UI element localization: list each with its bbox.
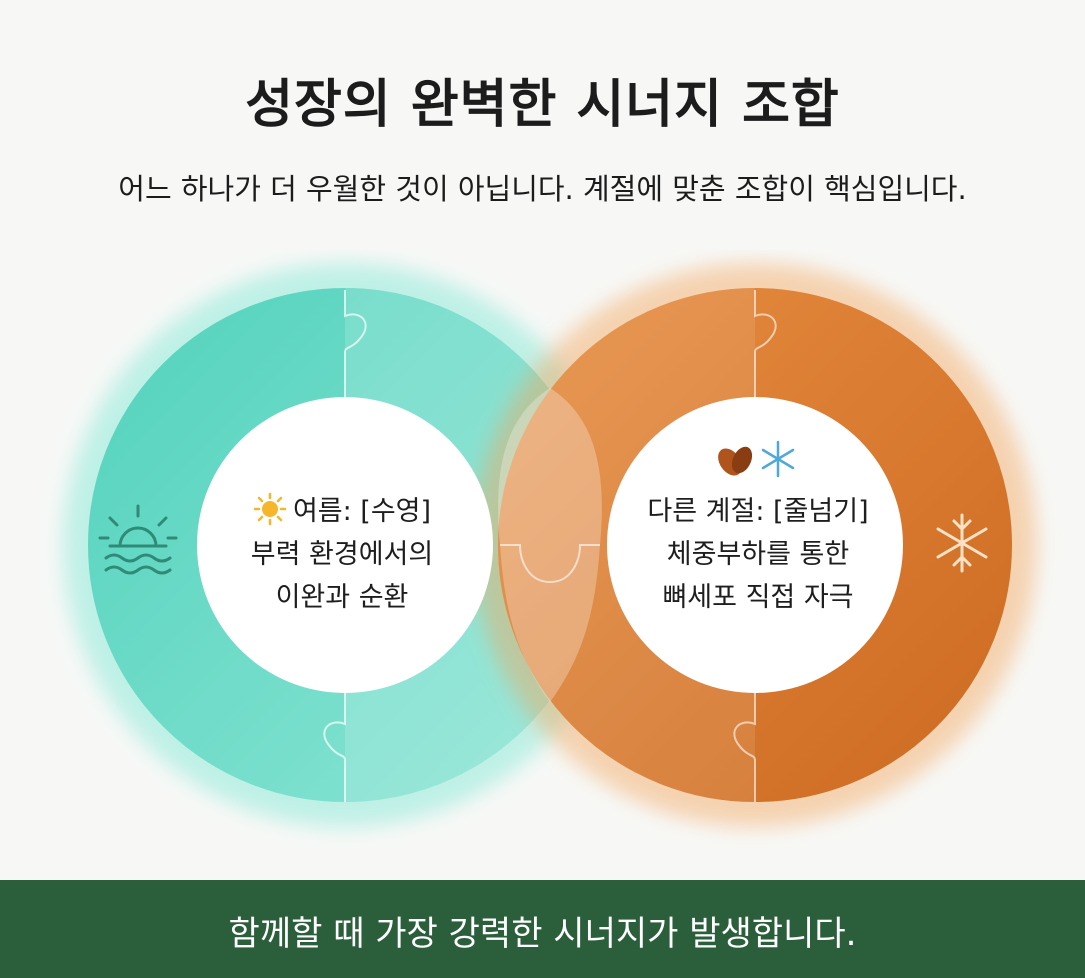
sun-over-water-icon — [98, 504, 178, 575]
right-ring-segment-left — [498, 288, 755, 802]
left-ring-line2: 부력 환경에서의 — [250, 539, 434, 570]
left-ring-center — [197, 397, 493, 693]
footer-banner: 함께할 때 가장 강력한 시너지가 발생합니다. — [0, 880, 1085, 978]
right-ring-center — [607, 397, 903, 693]
left-ring-text: 여름: [수영] 부력 환경에서의 이완과 순환 — [212, 490, 472, 619]
right-ring-text: 다른 계절: [줄넘기] 체중부하를 통한 뼈세포 직접 자극 — [618, 490, 898, 619]
page-title: 성장의 완벽한 시너지 조합 — [245, 75, 840, 135]
overlap-region — [498, 388, 602, 702]
right-ring-line2: 체중부하를 통한 — [666, 539, 850, 570]
left-ring-line3: 이완과 순환 — [275, 582, 409, 613]
synergy-ring-diagram — [63, 263, 1037, 827]
right-ring-icons — [718, 440, 795, 478]
snowflake-icon — [761, 440, 795, 478]
autumn-leaves-icon — [718, 446, 753, 476]
sun-icon — [253, 492, 287, 526]
snowflake-icon — [936, 513, 988, 573]
footer-text: 함께할 때 가장 강력한 시너지가 발생합니다. — [228, 914, 857, 954]
left-ring-line1: 여름: [수영] — [292, 496, 432, 527]
right-ring-line1: 다른 계절: [줄넘기] — [647, 496, 869, 527]
page-subtitle: 어느 하나가 더 우월한 것이 아닙니다. 계절에 맞춘 조합이 핵심입니다. — [118, 172, 967, 206]
right-ring-line3: 뼈세포 직접 자극 — [662, 582, 854, 613]
